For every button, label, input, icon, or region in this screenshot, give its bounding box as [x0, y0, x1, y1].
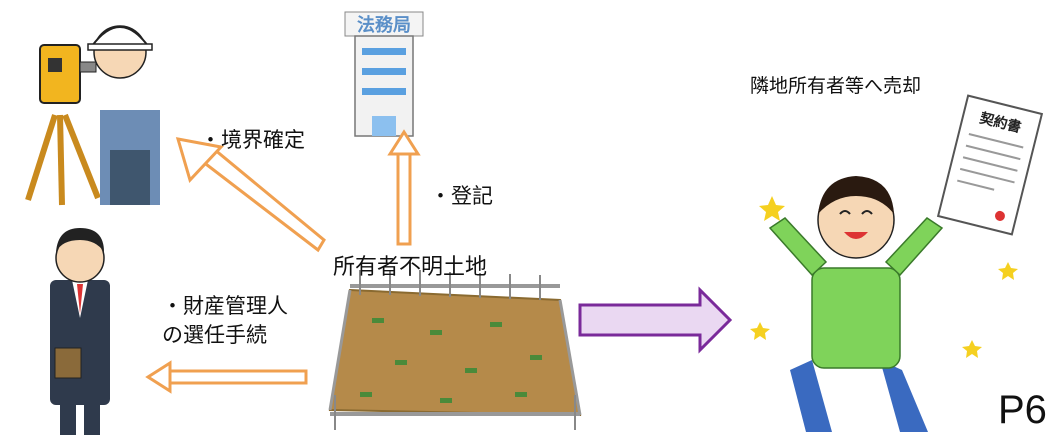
- boundary-confirmation-label: ・境界確定: [200, 128, 305, 152]
- legal-affairs-bureau-icon: 法務局: [344, 11, 424, 137]
- sale-to-neighbor-label: 隣地所有者等へ売却: [750, 75, 922, 97]
- administrator-label-line1: ・財産管理人: [162, 294, 288, 318]
- vacant-land-icon: [328, 270, 582, 430]
- owner-unknown-land-label: 所有者不明土地: [333, 255, 488, 280]
- happy-person-icon: [750, 176, 1018, 432]
- arrow-to-administrator: [145, 360, 308, 394]
- page-reference: P6: [998, 388, 1047, 432]
- registration-label: ・登記: [430, 184, 493, 208]
- bureau-sign-text: 法務局: [357, 14, 411, 36]
- arrow-to-surveyor: [175, 137, 326, 253]
- administrator-label-line2: の選任手続: [162, 323, 267, 347]
- contract-document-icon: 契約書: [936, 94, 1044, 236]
- arrow-to-sale: [578, 286, 733, 354]
- administrator-man-icon: [50, 228, 110, 435]
- surveyor-icon: [25, 25, 160, 206]
- arrow-to-bureau: [387, 129, 421, 246]
